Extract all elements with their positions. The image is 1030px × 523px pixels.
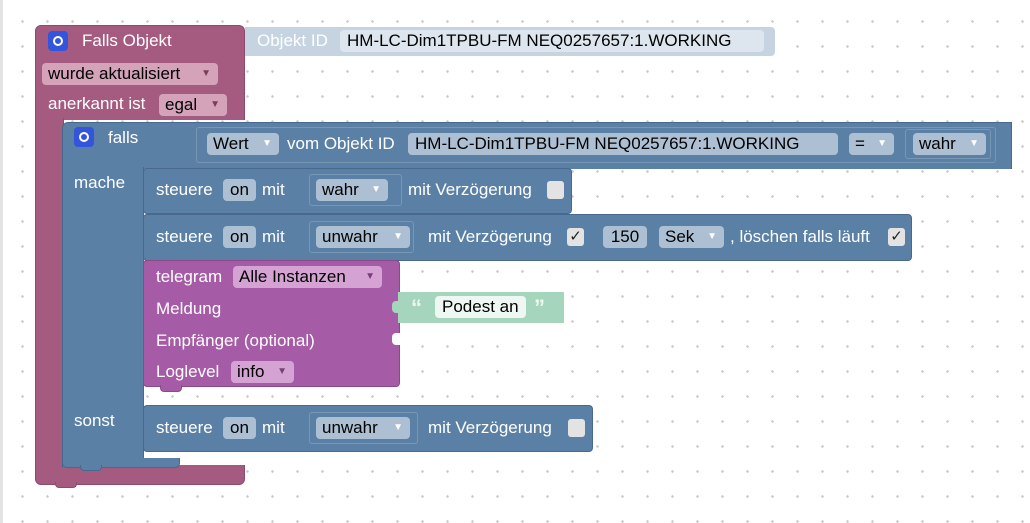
loglevel-dropdown[interactable]: info▼ [231, 361, 294, 383]
quote-close-icon: ” [534, 295, 545, 320]
chevron-down-icon: ▼ [277, 366, 287, 377]
message-label: Meldung [156, 299, 222, 318]
chevron-down-icon: ▼ [393, 422, 403, 433]
chevron-down-icon: ▼ [262, 138, 272, 149]
message-text-tab [392, 301, 400, 313]
object-id-field[interactable]: HM-LC-Dim1TPBU-FM NEQ0257657:1.WORKING [408, 133, 838, 155]
ack-label: anerkannt ist [48, 94, 146, 113]
clear-label: , löschen falls läuft [730, 227, 870, 246]
chevron-down-icon: ▼ [877, 138, 887, 149]
message-text-block[interactable]: “ Podest an ” [398, 292, 564, 323]
chevron-down-icon: ▼ [371, 184, 381, 195]
mit-label: mit [262, 227, 285, 246]
value-dropdown[interactable]: wahr▼ [316, 179, 388, 201]
telegram-block[interactable]: telegram Alle Instanzen▼ Meldung Empfäng… [143, 260, 400, 387]
event-dropdown[interactable]: wurde aktualisiert▼ [42, 63, 218, 85]
workspace-edge [0, 0, 3, 523]
telegram-tab [160, 385, 182, 392]
mache-label: mache [74, 173, 126, 192]
delay-checkbox[interactable]: ✓ [567, 228, 584, 246]
telegram-title: telegram [156, 267, 223, 286]
chevron-down-icon: ▼ [365, 271, 375, 282]
message-text-field[interactable]: Podest an [435, 296, 526, 318]
gear-icon[interactable] [48, 31, 68, 51]
gear-icon[interactable] [74, 127, 94, 147]
chevron-down-icon: ▼ [969, 138, 979, 149]
steuere-label: steuere [156, 180, 213, 199]
steuere-label: steuere [156, 227, 213, 246]
recipient-label: Empfänger (optional) [156, 331, 315, 350]
chevron-down-icon: ▼ [393, 231, 403, 242]
delay-unit-dropdown[interactable]: Sek▼ [659, 226, 724, 248]
ack-dropdown[interactable]: egal▼ [159, 94, 227, 116]
trigger-title: Falls Objekt [82, 31, 172, 50]
recipient-slot [392, 333, 400, 345]
value-dropdown[interactable]: unwahr▼ [316, 417, 410, 439]
value-dropdown[interactable]: Wert▼ [207, 133, 279, 155]
sonst-label: sonst [74, 411, 115, 430]
quote-open-icon: “ [411, 295, 422, 320]
loglevel-label: Loglevel [156, 362, 220, 381]
object-id-block[interactable]: Objekt ID HM-LC-Dim1TPBU-FM NEQ0257657:1… [245, 27, 775, 56]
falls-label: falls [108, 128, 139, 147]
control-block-1[interactable]: steuere on mit wahr▼ mit Verzögerung [143, 168, 572, 214]
delay-checkbox[interactable] [547, 181, 564, 199]
control-block-2[interactable]: steuere on mit unwahr▼ mit Verzögerung ✓… [143, 214, 912, 261]
control-block-3[interactable]: steuere on mit unwahr▼ mit Verzögerung [143, 405, 593, 452]
delay-label: mit Verzögerung [428, 418, 552, 437]
delay-checkbox[interactable] [568, 419, 585, 437]
chevron-down-icon: ▼ [210, 99, 220, 110]
compare-dropdown[interactable]: wahr▼ [913, 133, 986, 155]
chevron-down-icon: ▼ [201, 68, 211, 79]
object-id-label: vom Objekt ID [287, 134, 395, 153]
value-dropdown[interactable]: unwahr▼ [316, 226, 410, 248]
mit-label: mit [262, 418, 285, 437]
chevron-down-icon: ▼ [707, 231, 717, 242]
delay-amount-field[interactable]: 150 [603, 226, 647, 248]
mit-label: mit [262, 180, 285, 199]
steuere-label: steuere [156, 418, 213, 437]
state-field[interactable]: on [223, 179, 256, 201]
clear-checkbox[interactable]: ✓ [888, 228, 905, 246]
object-id-field[interactable]: HM-LC-Dim1TPBU-FM NEQ0257657:1.WORKING [340, 30, 764, 52]
object-id-label: Objekt ID [257, 31, 328, 50]
state-field[interactable]: on [223, 226, 256, 248]
instance-dropdown[interactable]: Alle Instanzen▼ [233, 266, 382, 288]
delay-label: mit Verzögerung [428, 227, 552, 246]
operator-dropdown[interactable]: =▼ [849, 133, 894, 155]
delay-label: mit Verzögerung [408, 180, 532, 199]
state-field[interactable]: on [223, 417, 256, 439]
